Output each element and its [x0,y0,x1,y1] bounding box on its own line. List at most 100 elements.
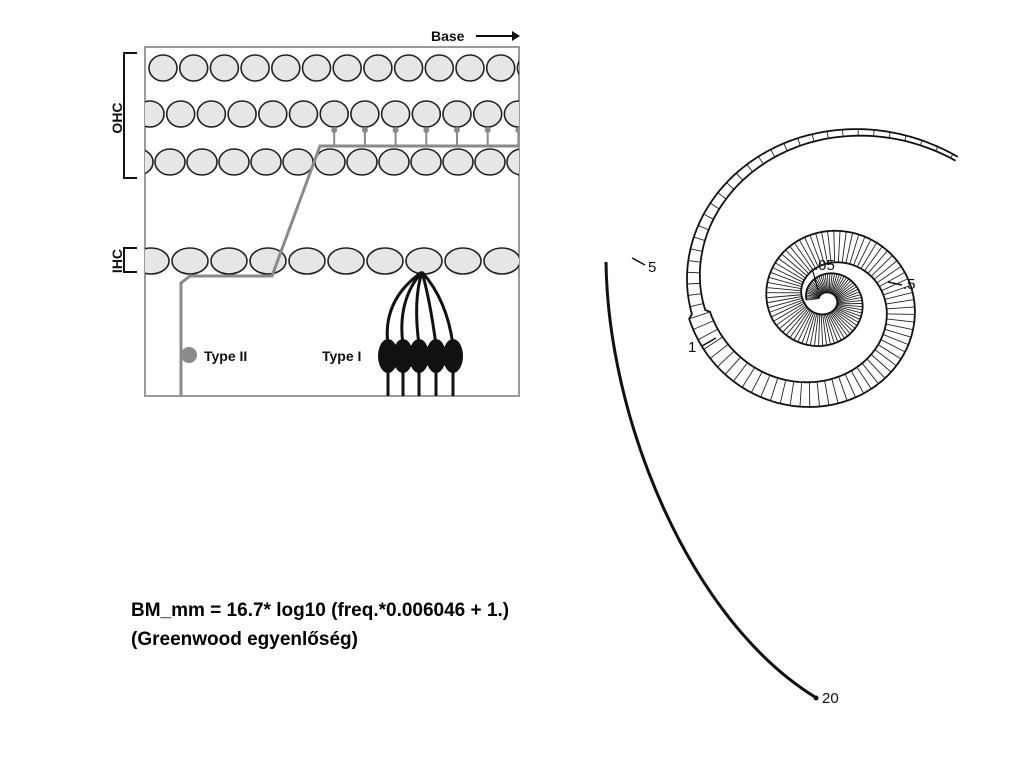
membrane-segment [733,362,748,382]
membrane-segment [797,311,813,343]
formula-line: BM_mm = 16.7* log10 (freq.*0.006046 + 1.… [131,600,510,621]
membrane-segment [835,280,852,297]
membrane-segment [826,273,830,293]
membrane-segment [886,313,915,315]
membrane-segment [687,293,702,296]
outer-hair-cell [410,148,442,176]
membrane-segment [703,336,723,350]
membrane-segment [794,242,814,271]
inner-hair-cell [171,247,209,275]
membrane-segment [849,234,860,265]
outer-hair-cell [186,148,218,176]
membrane-segment [836,286,857,300]
membrane-segment [772,267,804,283]
membrane-segment [826,313,839,343]
membrane-segment [693,320,714,330]
membrane-segment [830,273,835,294]
membrane-segment [815,233,825,265]
inner-hair-cell [483,247,519,275]
membrane-segment [824,380,830,406]
membrane-segment [818,276,826,293]
synapse-terminal [331,127,338,133]
outer-hair-cell [474,148,506,176]
membrane-segment [836,305,863,311]
spiral-ganglion-cell [443,339,463,373]
outer-hair-cell [145,100,165,128]
membrane-segment [836,305,863,314]
outer-hair-cell [363,54,393,82]
membrane-segment [808,285,822,295]
membrane-segment [773,302,805,322]
membrane-segment [880,339,906,353]
membrane-segment [826,131,829,139]
membrane-segment [833,310,856,329]
membrane-segment [829,273,833,293]
membrane-segment [782,306,808,333]
outer-hair-cell [288,100,319,128]
freq-label-0.05: .05 [814,257,835,274]
membrane-segment [820,275,827,293]
membrane-segment [814,278,825,294]
membrane-segment [717,192,727,200]
outer-hair-cell [516,60,519,76]
membrane-segment [689,311,711,320]
type2-fiber-dot-icon [181,347,197,363]
freq-label-20: 20 [822,690,839,707]
membrane-segment [837,299,863,304]
membrane-segment [724,356,741,375]
inner-hair-cell [210,247,248,275]
spiral-ganglion-cell [393,339,413,373]
membrane-segment [856,366,872,390]
membrane-segment [882,334,909,346]
membrane-segment [867,250,888,274]
outer-hair-cell [148,54,178,82]
outer-hair-cell [424,54,455,82]
ohc-bracket [123,52,137,179]
membrane-segment [870,354,892,373]
spiral-ganglion-cell [409,339,429,373]
membrane-segment [767,297,803,309]
inner-hair-cell [249,247,287,275]
membrane-segment [816,381,820,407]
membrane-segment [879,271,906,288]
synapse-terminal [361,127,368,133]
membrane-segment [785,308,809,336]
membrane-segment [834,278,850,297]
membrane-segment [837,230,841,263]
membrane-segment [770,271,803,285]
hair-cell-rows [145,54,519,275]
membrane-segment [750,371,763,393]
membrane-segment [783,143,788,152]
synapse-terminal [423,127,430,133]
membrane-segment [698,225,709,231]
membrane-segment [805,296,820,298]
outer-hair-cell [442,148,474,176]
membrane-segment [779,305,807,330]
membrane-segment [850,370,865,394]
membrane-segment [689,303,704,308]
ohc-label: OHC [109,102,125,133]
membrane-segment [877,344,902,360]
membrane-segment [768,276,802,288]
freq-label-0.5: .5 [903,276,916,293]
outer-hair-cell [332,54,363,82]
membrane-segment [804,237,819,267]
formula-caption: (Greenwood egyenlőség) [131,629,358,650]
membrane-segment [834,308,859,323]
membrane-segment [774,262,805,281]
outer-hair-cell [346,148,378,176]
type1-fiber [385,270,423,346]
type1-fiber [420,271,438,346]
spiral-outer-edge [699,134,957,384]
membrane-segment [777,257,806,279]
membrane-segment [710,202,720,210]
membrane-segment [861,362,879,385]
membrane-segment [824,273,829,293]
membrane-segment [818,314,821,347]
outer-hair-cell [145,149,154,175]
membrane-segment [741,367,756,388]
membrane-segment [766,296,802,304]
membrane-segment [793,310,812,341]
membrane-segment [779,379,787,404]
freq-label-1: 1 [688,339,696,356]
